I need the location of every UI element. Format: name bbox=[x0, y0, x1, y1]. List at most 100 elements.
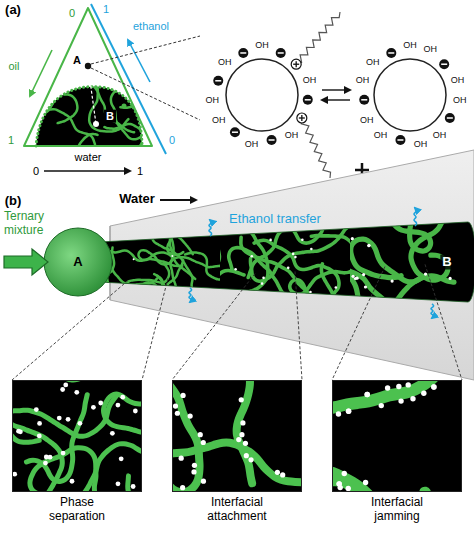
phase-stripe bbox=[15, 111, 36, 154]
morphology-inset bbox=[332, 380, 462, 492]
particle-dot bbox=[261, 282, 264, 285]
ethanol-squiggle bbox=[431, 304, 434, 318]
particle-dot bbox=[192, 463, 197, 468]
inset-border bbox=[173, 381, 302, 492]
inset-panel: Phase separation bbox=[12, 380, 142, 525]
particle-dot bbox=[336, 481, 341, 486]
phase-stripe bbox=[241, 237, 317, 304]
particle-dot bbox=[98, 401, 103, 406]
point-label: A bbox=[73, 54, 81, 67]
phase-stripe bbox=[172, 442, 302, 484]
hydroxyl-label: OH bbox=[433, 130, 447, 140]
positive-charge bbox=[291, 59, 301, 69]
particle-dot bbox=[379, 403, 384, 408]
particle-dot bbox=[410, 396, 415, 401]
particle-dot bbox=[421, 391, 426, 396]
negative-charge bbox=[386, 48, 396, 58]
oil-arrow bbox=[30, 50, 52, 96]
particle-dot bbox=[406, 382, 411, 387]
equilibrium-arrow bbox=[322, 89, 350, 90]
particle-dot bbox=[390, 279, 393, 282]
zoom-line bbox=[295, 271, 302, 380]
particle-dot bbox=[294, 256, 297, 259]
minus-bar bbox=[397, 139, 403, 141]
particle-dot bbox=[175, 411, 180, 416]
point-label: B bbox=[104, 110, 116, 123]
zoom-line bbox=[425, 264, 462, 380]
hydroxyl-label: OH bbox=[360, 115, 374, 125]
particle-dot bbox=[110, 431, 115, 436]
hydroxyl-label: OH bbox=[453, 95, 467, 105]
particle-dot bbox=[16, 429, 21, 434]
phase-stripe bbox=[167, 210, 183, 255]
particle-dot bbox=[198, 432, 203, 437]
zoom-line bbox=[172, 274, 255, 380]
phase-stripe bbox=[95, 300, 104, 320]
phase-stripe bbox=[332, 380, 462, 492]
particle-dot bbox=[351, 237, 354, 240]
ethanol-squiggle bbox=[189, 288, 192, 302]
particle-dot bbox=[346, 409, 351, 414]
particle-dot bbox=[119, 456, 124, 461]
inset-border bbox=[13, 381, 142, 492]
particle-dot bbox=[180, 485, 185, 490]
particle-dot bbox=[74, 390, 79, 395]
particle-dot bbox=[180, 306, 182, 308]
particle-dot bbox=[346, 409, 351, 414]
particle-dot bbox=[367, 244, 370, 247]
phase-stripe bbox=[332, 380, 443, 409]
particle-dot bbox=[365, 392, 370, 397]
panel-label: (a) bbox=[5, 3, 21, 18]
particle-dot bbox=[240, 420, 245, 425]
phase-stripe bbox=[168, 306, 204, 320]
plus-bar bbox=[301, 115, 302, 121]
particle-dot bbox=[133, 258, 135, 260]
particle-dot bbox=[396, 384, 401, 389]
minus-bar bbox=[232, 131, 238, 133]
inset-caption: Interfacial attachment bbox=[195, 495, 279, 523]
particle-dot bbox=[292, 253, 295, 256]
particle-dot bbox=[449, 277, 452, 280]
particle-dot bbox=[248, 457, 253, 462]
point-label: A bbox=[73, 255, 82, 270]
particle-dot bbox=[239, 432, 244, 437]
particle-dot bbox=[116, 481, 121, 486]
particle-dot bbox=[116, 403, 121, 408]
hydroxyl-label: OH bbox=[374, 130, 388, 140]
particle-dot bbox=[356, 277, 359, 280]
particle-dot bbox=[336, 481, 341, 486]
inset-caption: Interfacial jamming bbox=[355, 495, 439, 523]
phase-stripe bbox=[12, 380, 39, 442]
hydroxyl-label: OH bbox=[366, 56, 380, 66]
particle-dot bbox=[120, 395, 125, 400]
negative-charge bbox=[439, 59, 449, 69]
negative-charge bbox=[395, 135, 405, 145]
particle-dot bbox=[354, 302, 357, 305]
particle-dot bbox=[287, 267, 290, 270]
phase-stripe bbox=[170, 210, 193, 254]
hydroxyl-label: OH bbox=[212, 115, 226, 125]
particle-dot bbox=[431, 384, 436, 389]
particle-dot bbox=[48, 455, 53, 460]
minus-bar bbox=[361, 99, 367, 101]
zoom-line bbox=[12, 280, 128, 380]
phase-stripe bbox=[350, 200, 456, 280]
phase-stripe bbox=[107, 274, 163, 307]
minus-bar bbox=[269, 139, 275, 141]
hydroxyl-label: OH bbox=[356, 74, 370, 84]
inset-pattern bbox=[172, 380, 302, 492]
zoom-line bbox=[332, 267, 385, 380]
particle-dot bbox=[131, 484, 136, 489]
panel-label: (b) bbox=[5, 194, 22, 209]
particle-dot bbox=[367, 244, 370, 247]
particle-dot bbox=[424, 272, 427, 275]
particle-dot bbox=[363, 480, 368, 485]
negative-charge bbox=[213, 76, 223, 86]
phase-stripe bbox=[350, 200, 351, 216]
phase-stripe bbox=[30, 448, 96, 492]
particle-dot bbox=[70, 479, 75, 484]
plus-bar bbox=[296, 61, 297, 67]
particle-dot bbox=[201, 479, 206, 484]
inset-pattern bbox=[332, 380, 462, 492]
